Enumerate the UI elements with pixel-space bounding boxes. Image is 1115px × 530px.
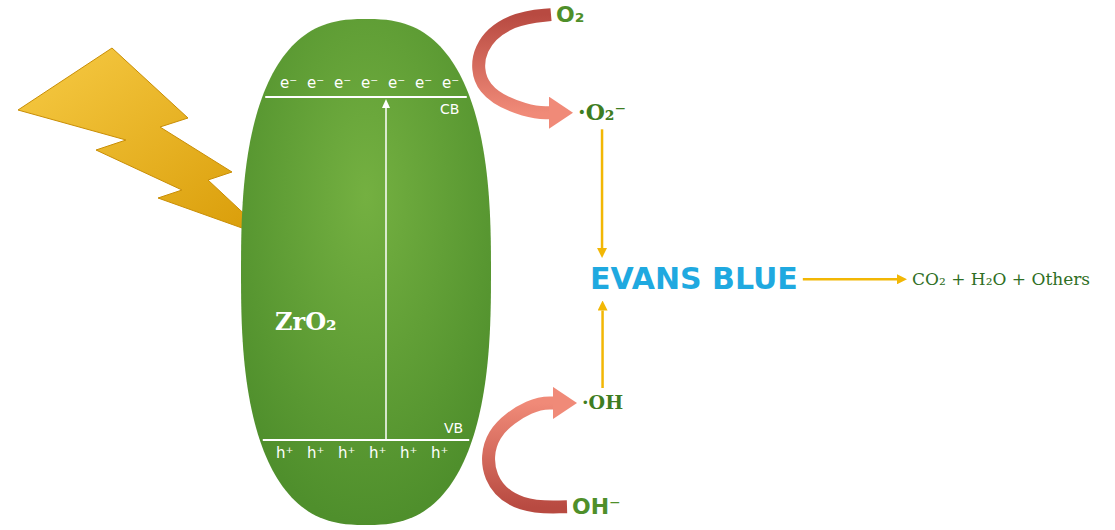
species-label: O₂ xyxy=(556,2,584,27)
node-text: ·OH xyxy=(582,392,623,414)
excitation-arrowhead xyxy=(382,99,390,108)
band-label: CB xyxy=(440,101,459,117)
node-text: ·O₂⁻ xyxy=(578,100,626,125)
node-text: ZrO₂ xyxy=(275,308,337,336)
node-text: OH⁻ xyxy=(572,494,621,519)
conduction-band-line xyxy=(265,96,467,98)
connector-arrow xyxy=(489,403,567,507)
connector-arrow xyxy=(601,129,604,248)
connector-arrow xyxy=(803,278,897,281)
electron-symbol: e⁻ xyxy=(307,75,324,92)
excitation-arrow xyxy=(385,107,387,440)
connector-arrow xyxy=(601,311,604,389)
particle-shape xyxy=(241,19,491,525)
electron-symbol: e⁻ xyxy=(388,75,405,92)
node-text: EVANS BLUE xyxy=(590,262,798,297)
electron-symbol: e⁻ xyxy=(280,75,297,92)
band-label: VB xyxy=(444,420,463,436)
hole-symbol: h⁺ xyxy=(307,445,324,462)
hole-symbol: h⁺ xyxy=(431,445,448,462)
dye-label: EVANS BLUE xyxy=(590,262,798,297)
node-text: CO₂ + H₂O + Others xyxy=(912,270,1090,290)
electron-symbol: e⁻ xyxy=(361,75,378,92)
radical-label: ·O₂⁻ xyxy=(578,100,626,125)
connector-arrow xyxy=(479,15,551,113)
electron-symbol: e⁻ xyxy=(415,75,432,92)
light-bolt xyxy=(18,48,270,238)
electron-symbol: e⁻ xyxy=(442,75,459,92)
node-text: O₂ xyxy=(556,2,584,27)
hole-symbol: h⁺ xyxy=(338,445,355,462)
valence-band-line xyxy=(263,439,469,441)
hole-symbol: h⁺ xyxy=(369,445,386,462)
product-label: CO₂ + H₂O + Others xyxy=(912,270,1090,290)
electron-symbol: e⁻ xyxy=(334,75,351,92)
hole-symbol: h⁺ xyxy=(276,445,293,462)
species-label: OH⁻ xyxy=(572,494,621,519)
radical-label: ·OH xyxy=(582,392,623,414)
hole-symbol: h⁺ xyxy=(400,445,417,462)
